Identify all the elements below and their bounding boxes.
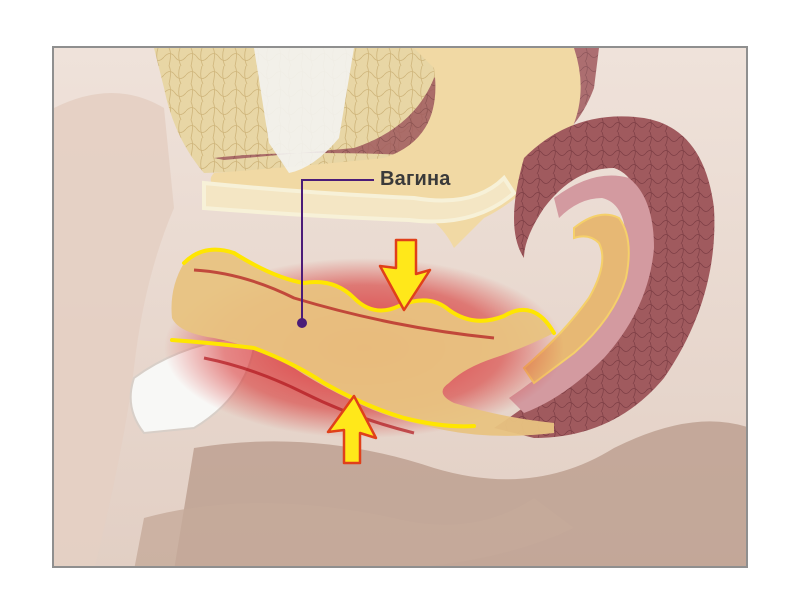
arrow-down-icon bbox=[378, 238, 432, 312]
vagina-label: Вагина bbox=[380, 168, 451, 190]
vaginal-wall-upper-red bbox=[193, 268, 495, 340]
anatomy-illustration-frame: Вагина bbox=[52, 46, 748, 568]
uterus bbox=[494, 116, 715, 438]
label-leader-line bbox=[301, 179, 374, 320]
vaginal-wall-upper-outline bbox=[182, 247, 556, 335]
vaginal-canal bbox=[171, 249, 554, 436]
vaginal-wall-lower-outline bbox=[170, 338, 476, 429]
urethra bbox=[202, 174, 517, 224]
pubic-bone-upper bbox=[254, 48, 354, 173]
vaginal-wall-lower-red bbox=[203, 356, 415, 435]
arrow-up-icon bbox=[326, 394, 378, 465]
rectum bbox=[134, 498, 574, 566]
left-thigh bbox=[54, 93, 174, 566]
label-leader-dot bbox=[297, 318, 307, 328]
pelvic-anatomy-illustration bbox=[54, 48, 746, 566]
